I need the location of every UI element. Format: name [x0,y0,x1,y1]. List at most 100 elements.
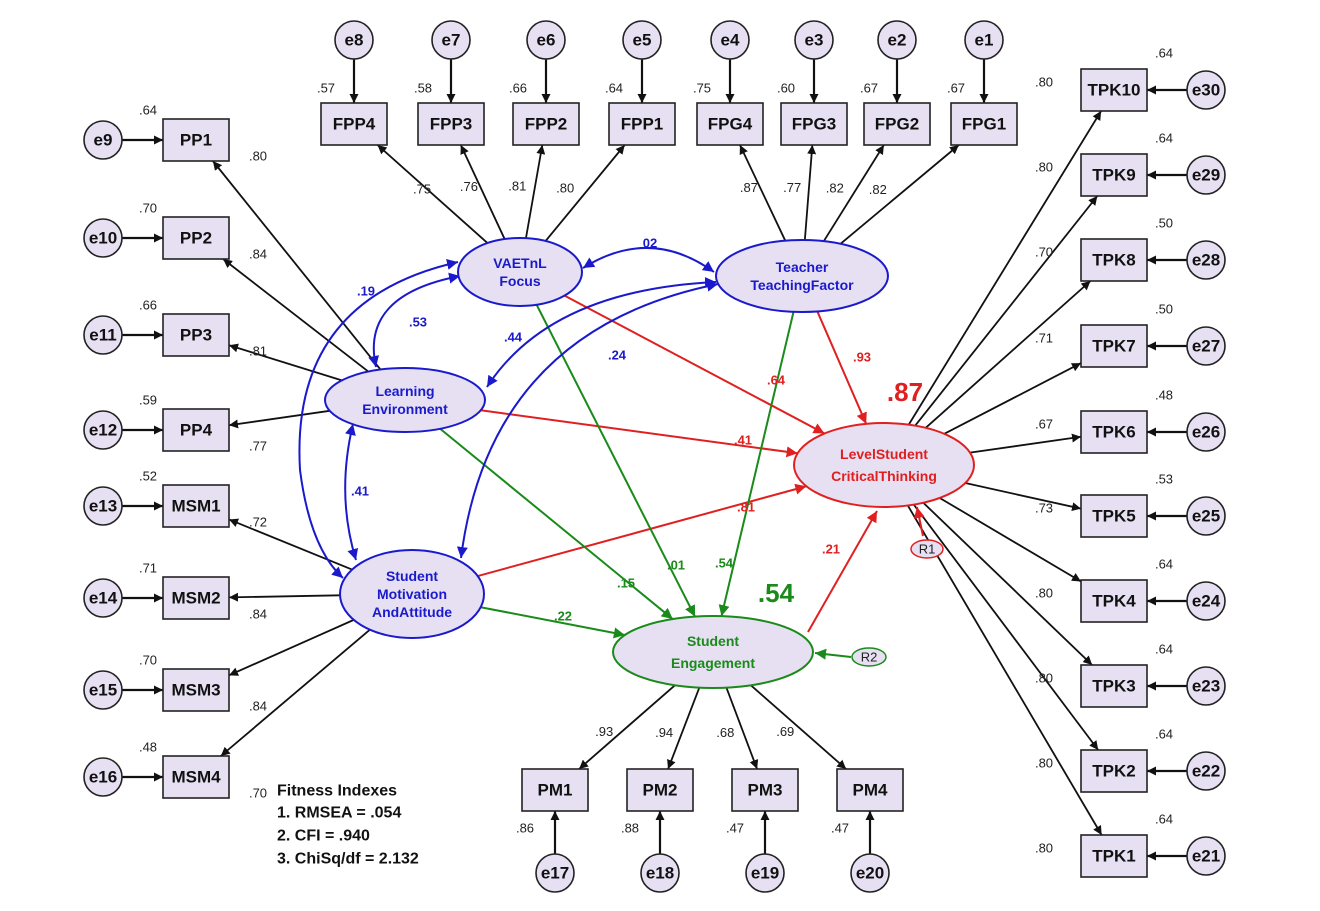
indicator-fpp2-loading: .81 [508,179,526,194]
indicator-tpk2-loading-arrow [913,504,1099,751]
error-e7-label: e7 [442,31,461,50]
indicator-pm4-loading: .69 [776,724,794,739]
indicator-tpk4-loading-arrow [939,497,1082,583]
indicator-pp2-loading: .84 [249,247,267,262]
indicator-tpk8-loading: .70 [1035,245,1053,260]
indicator-msm1-label: MSM1 [171,497,220,516]
indicator-pp4-label: PP4 [180,421,213,440]
error-e19 [745,853,785,893]
indicator-tpk3-loading-arrow [922,502,1093,666]
indicator-fpg4-loading: .87 [740,180,758,195]
indicator-tpk10-r2: .64 [1155,46,1173,61]
indicator-tpk7-r2: .50 [1155,302,1173,317]
indicator-tpk9-loading: .80 [1035,160,1053,175]
indicator-fpp3-label: FPP3 [430,115,473,134]
path-sma-to-lsct-coef: .81 [737,500,755,515]
error-e13 [83,486,123,526]
indicator-fpp1-loading-arrow [544,144,626,242]
r-squared-lsct: .87 [887,377,923,407]
indicator-pp4-loading-arrow [228,409,330,429]
latent-se-label-0: Student [687,633,739,649]
indicator-pm4-loading-arrow [750,684,847,770]
indicator-msm3-loading: .84 [249,699,267,714]
indicator-fpp2-label: FPP2 [525,115,568,134]
indicator-msm2-loading: .84 [249,607,267,622]
indicator-pm1-loading: .93 [595,724,613,739]
path-se-to-lsct [807,510,878,633]
indicator-tpk4-label: TPK4 [1092,592,1136,611]
indicator-fpg2-r2: .67 [860,81,878,96]
error-e18-label: e18 [646,864,674,883]
error-e24-label: e24 [1192,592,1221,611]
residual-r1 [910,539,944,559]
error-e30 [1186,70,1226,110]
indicator-msm4-label: MSM4 [171,768,221,787]
indicator-fpp1-r2: .64 [605,81,623,96]
path-vae-to-se-coef: .01 [667,558,685,573]
error-e16-label: e16 [89,768,117,787]
indicator-tpk7-box [1080,324,1148,368]
covariance-le-sma [344,423,359,561]
error-e24 [1186,581,1226,621]
error-e15-label: e15 [89,681,117,700]
indicator-pp1-loading-arrow [212,160,382,371]
indicator-tpk5-r2: .53 [1155,472,1173,487]
indicator-pm1-loading-arrow [578,684,676,770]
model-nodes [83,20,1226,893]
indicator-tpk5-label: TPK5 [1092,507,1135,526]
indicator-tpk2-r2: .64 [1155,727,1173,742]
model-labels: PP1e9.64.80PP2e10.70.84PP3e11.66.81PP4e1… [89,31,1221,883]
indicator-pm3-box [731,768,799,812]
indicator-pp2-label: PP2 [180,229,212,248]
residual-r2-label: R2 [861,650,878,665]
indicator-fpg1-loading: .82 [869,182,887,197]
indicator-pm3-loading-arrow [725,687,759,770]
residual-r1-arrow [913,506,925,537]
error-e27-label: e27 [1192,337,1220,356]
indicator-fpp1-box [608,102,676,146]
indicator-fpp3-loading-arrow [459,144,506,240]
error-e5 [622,20,662,60]
indicator-pp2-loading-arrow [222,258,369,373]
indicator-pm2-label: PM2 [643,781,678,800]
indicator-fpp2-box [512,102,580,146]
error-e2 [877,20,917,60]
indicator-pp3-label: PP3 [180,326,212,345]
indicator-tpk9-label: TPK9 [1092,166,1135,185]
fit-item-1: 1. RMSEA = .054 [277,805,401,822]
indicator-tpk10-label: TPK10 [1088,81,1141,100]
error-e14 [83,578,123,618]
error-e3 [794,20,834,60]
indicator-tpk3-loading: .80 [1035,671,1053,686]
path-lines [122,59,1187,861]
indicator-pm1-label: PM1 [538,781,573,800]
indicator-tpk8-loading-arrow [925,280,1092,429]
path-ttf-to-se [718,311,795,617]
indicator-fpg2-loading-arrow [823,144,885,242]
indicator-pm2-r2: .88 [621,821,639,836]
r-squared-se: .54 [758,578,795,608]
error-e28 [1186,240,1226,280]
error-e12-label: e12 [89,421,117,440]
indicator-msm3-loading-arrow [228,619,355,677]
error-e27 [1186,326,1226,366]
indicator-tpk10-box [1080,68,1148,112]
error-e10 [83,218,123,258]
error-e26-label: e26 [1192,423,1220,442]
indicator-pp4-box [162,408,230,452]
indicator-pm1-box [521,768,589,812]
indicator-tpk7-loading: .71 [1035,331,1053,346]
residual-r2 [851,647,887,667]
indicator-pm3-r2: .47 [726,821,744,836]
indicator-pm3-loading: .68 [716,725,734,740]
indicator-msm2-box [162,576,230,620]
latent-sma-label-2: AndAttitude [372,604,452,620]
indicator-tpk3-label: TPK3 [1092,677,1135,696]
fit-item-2: 2. CFI = .940 [277,828,370,845]
indicator-fpg1-loading-arrow [839,144,960,245]
error-e5-label: e5 [633,31,652,50]
indicator-fpg1-box [950,102,1018,146]
error-e25-label: e25 [1192,507,1220,526]
error-e25 [1186,496,1226,536]
